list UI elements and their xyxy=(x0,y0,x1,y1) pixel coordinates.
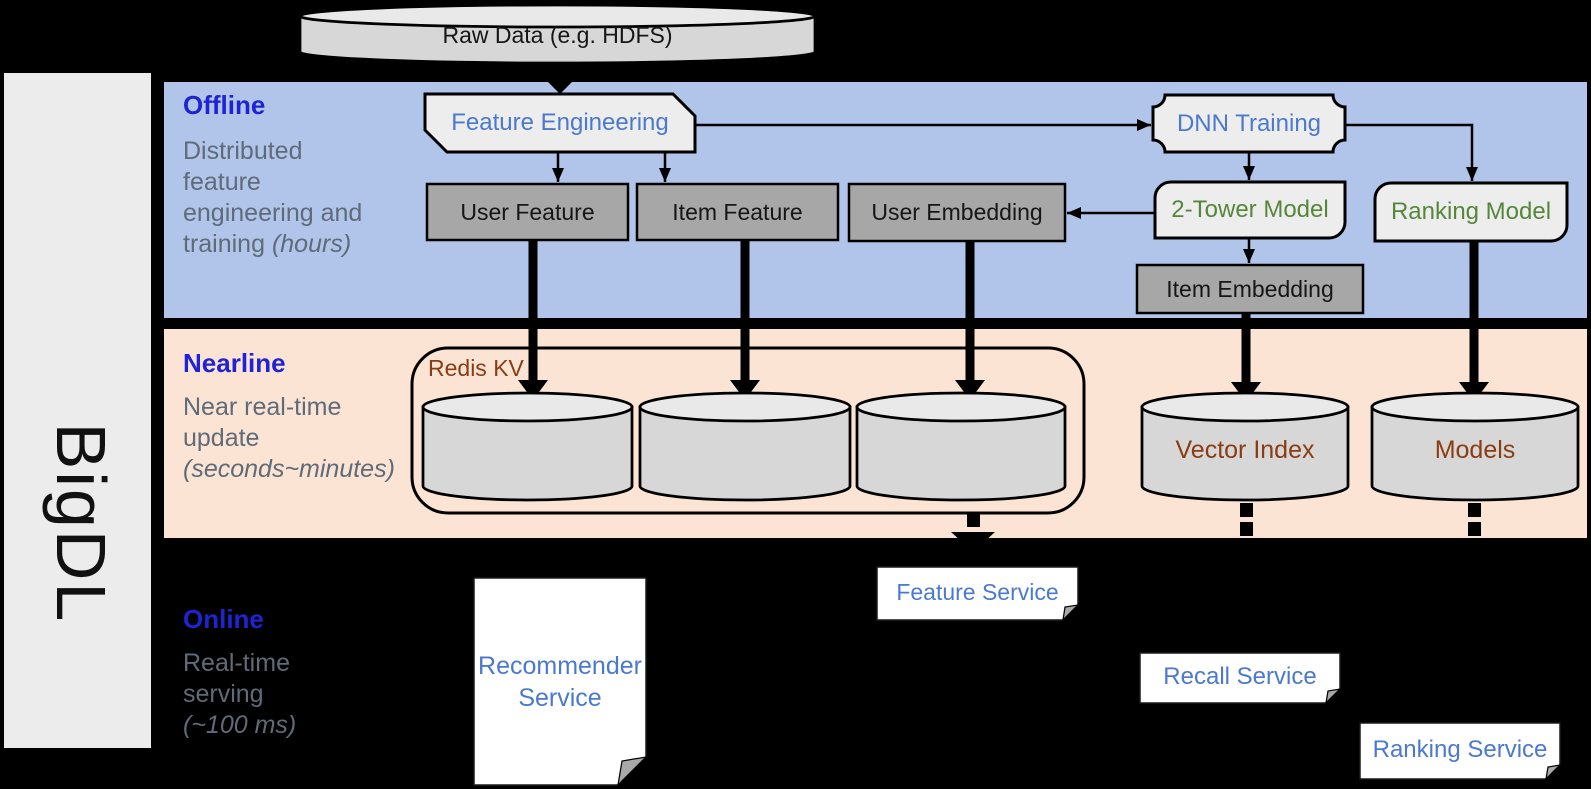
nearline-section-description: Near real-time update (seconds~minutes) xyxy=(183,392,395,485)
recall-service-shape xyxy=(1139,652,1342,705)
ranking-service-shape xyxy=(1359,722,1562,781)
raw-data-cylinder xyxy=(298,3,817,65)
feature-service-shape xyxy=(876,566,1080,622)
feature-service-label: Feature Service xyxy=(896,578,1059,605)
online-section-description: Real-time serving (~100 ms) xyxy=(183,648,303,741)
recall-service-label: Recall Service xyxy=(1163,662,1317,690)
folded-corner-icon xyxy=(1325,688,1342,705)
recommender-service-label: Recommender Service xyxy=(478,651,642,712)
recommender-service-shape xyxy=(473,577,648,787)
online-section-title: Online xyxy=(183,604,264,634)
bigdl-logo-text: BigDL xyxy=(42,422,120,624)
offline-duration-text: (hours) xyxy=(271,230,352,258)
offline-section-title: Offline xyxy=(183,90,266,120)
folded-corner-icon xyxy=(617,756,648,787)
bigdl-sidebar: BigDL xyxy=(4,73,151,748)
nearline-description-text: Near real-time update xyxy=(183,393,342,452)
folded-corner-icon xyxy=(1062,604,1080,622)
offline-band xyxy=(162,80,1589,320)
folded-corner-icon xyxy=(1545,764,1562,781)
nearline-duration-text: (seconds~minutes) xyxy=(183,455,395,483)
nearline-section-title: Nearline xyxy=(183,348,286,378)
online-description-text: Real-time serving xyxy=(183,649,290,708)
raw-data-label: Raw Data (e.g. HDFS) xyxy=(442,21,673,48)
offline-section-description: Distributed feature engineering and trai… xyxy=(183,136,368,260)
ranking-service-label: Ranking Service xyxy=(1372,735,1548,763)
offline-description-text: Distributed feature engineering and trai… xyxy=(183,137,363,258)
online-duration-text: (~100 ms) xyxy=(183,711,297,739)
